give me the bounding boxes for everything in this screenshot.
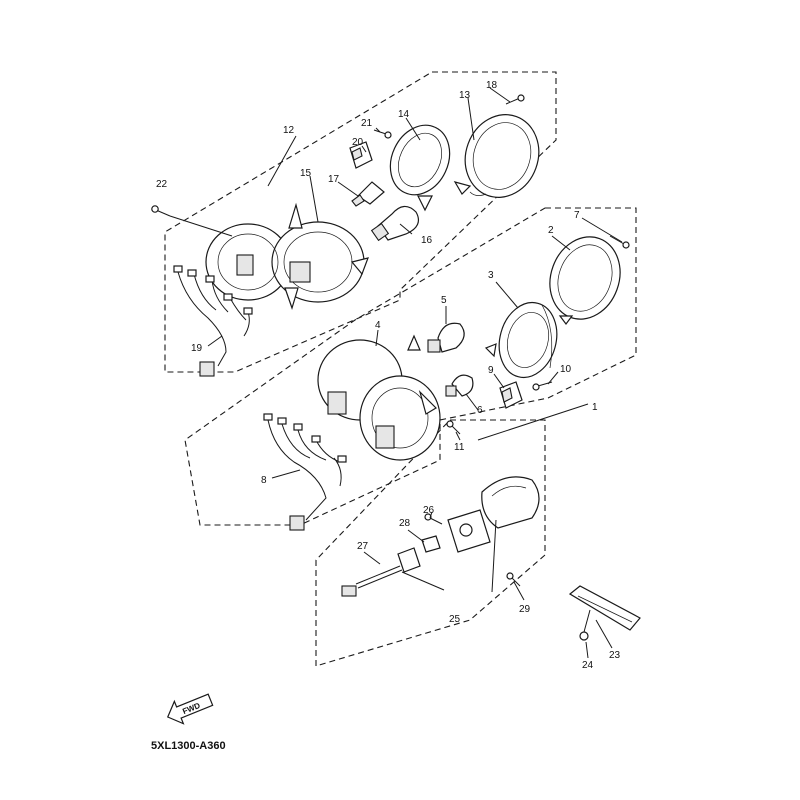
callout-24: 24: [582, 660, 594, 671]
callout-11: 11: [454, 442, 465, 453]
lens-unit-14: [389, 124, 472, 212]
tail-light-base: [447, 509, 491, 553]
callout-28: 28: [399, 518, 411, 529]
screw-22: [151, 205, 171, 217]
wire-harness-8: [263, 413, 347, 531]
leader-lines: [169, 87, 623, 659]
bulb-16: [370, 205, 419, 242]
headlight-housing-4: [317, 334, 441, 461]
callout-16: 16: [421, 235, 433, 246]
callout-9: 9: [488, 365, 494, 376]
bulb-6: [445, 374, 474, 397]
screw-21: [373, 129, 392, 139]
callout-19: 19: [191, 343, 203, 354]
callout-29: 29: [519, 604, 531, 615]
callout-10: 10: [560, 364, 572, 375]
bulb-5: [427, 322, 465, 353]
fwd-arrow-icon: FWD: [166, 693, 214, 725]
rim-2: [549, 236, 621, 325]
bulb-holder-20: [349, 141, 373, 169]
callout-17: 17: [328, 174, 340, 185]
tail-lens-cover: [481, 476, 540, 529]
callout-13: 13: [459, 90, 471, 101]
license-plate-bracket-23: [568, 585, 641, 631]
socket-27: [341, 547, 421, 597]
bulb-28: [421, 535, 441, 553]
callout-6: 6: [477, 405, 483, 416]
callout-23: 23: [609, 650, 621, 661]
callout-4: 4: [375, 320, 381, 331]
screw-29: [506, 572, 521, 587]
callout-18: 18: [486, 80, 498, 91]
callout-8: 8: [261, 475, 267, 486]
screw-7: [609, 235, 630, 249]
callout-2: 2: [548, 225, 554, 236]
callout-3: 3: [488, 270, 494, 281]
callout-22: 22: [156, 179, 168, 190]
screw-26: [424, 513, 443, 525]
callout-14: 14: [398, 109, 410, 120]
callout-20: 20: [352, 137, 364, 148]
callout-5: 5: [441, 295, 447, 306]
callout-labels: 1 2 3 4 5 6 7 8 9 10 11 12 13 14 15 16 1…: [156, 80, 621, 671]
rim-13: [464, 114, 540, 198]
callout-1: 1: [592, 402, 598, 413]
callout-7: 7: [574, 210, 580, 221]
lens-unit-3: [484, 301, 558, 379]
bulb-socket-17: [351, 181, 385, 207]
headlight-housing-15: [205, 202, 369, 310]
bulb-holder-9: [499, 381, 523, 409]
assembly-boundary-taillight-25: [315, 419, 546, 667]
callout-12: 12: [283, 125, 295, 136]
callout-26: 26: [423, 505, 435, 516]
callout-27: 27: [357, 541, 369, 552]
bolt-24: [579, 609, 591, 641]
callout-25: 25: [449, 614, 461, 625]
assembly-boundary-headlight-12: [164, 71, 557, 373]
callout-21: 21: [361, 118, 373, 129]
callout-15: 15: [300, 168, 312, 179]
screw-11: [446, 420, 461, 435]
screw-18: [505, 94, 525, 105]
diagram-code: 5XL1300-A360: [151, 740, 226, 752]
wire-harness-19: [173, 265, 253, 377]
